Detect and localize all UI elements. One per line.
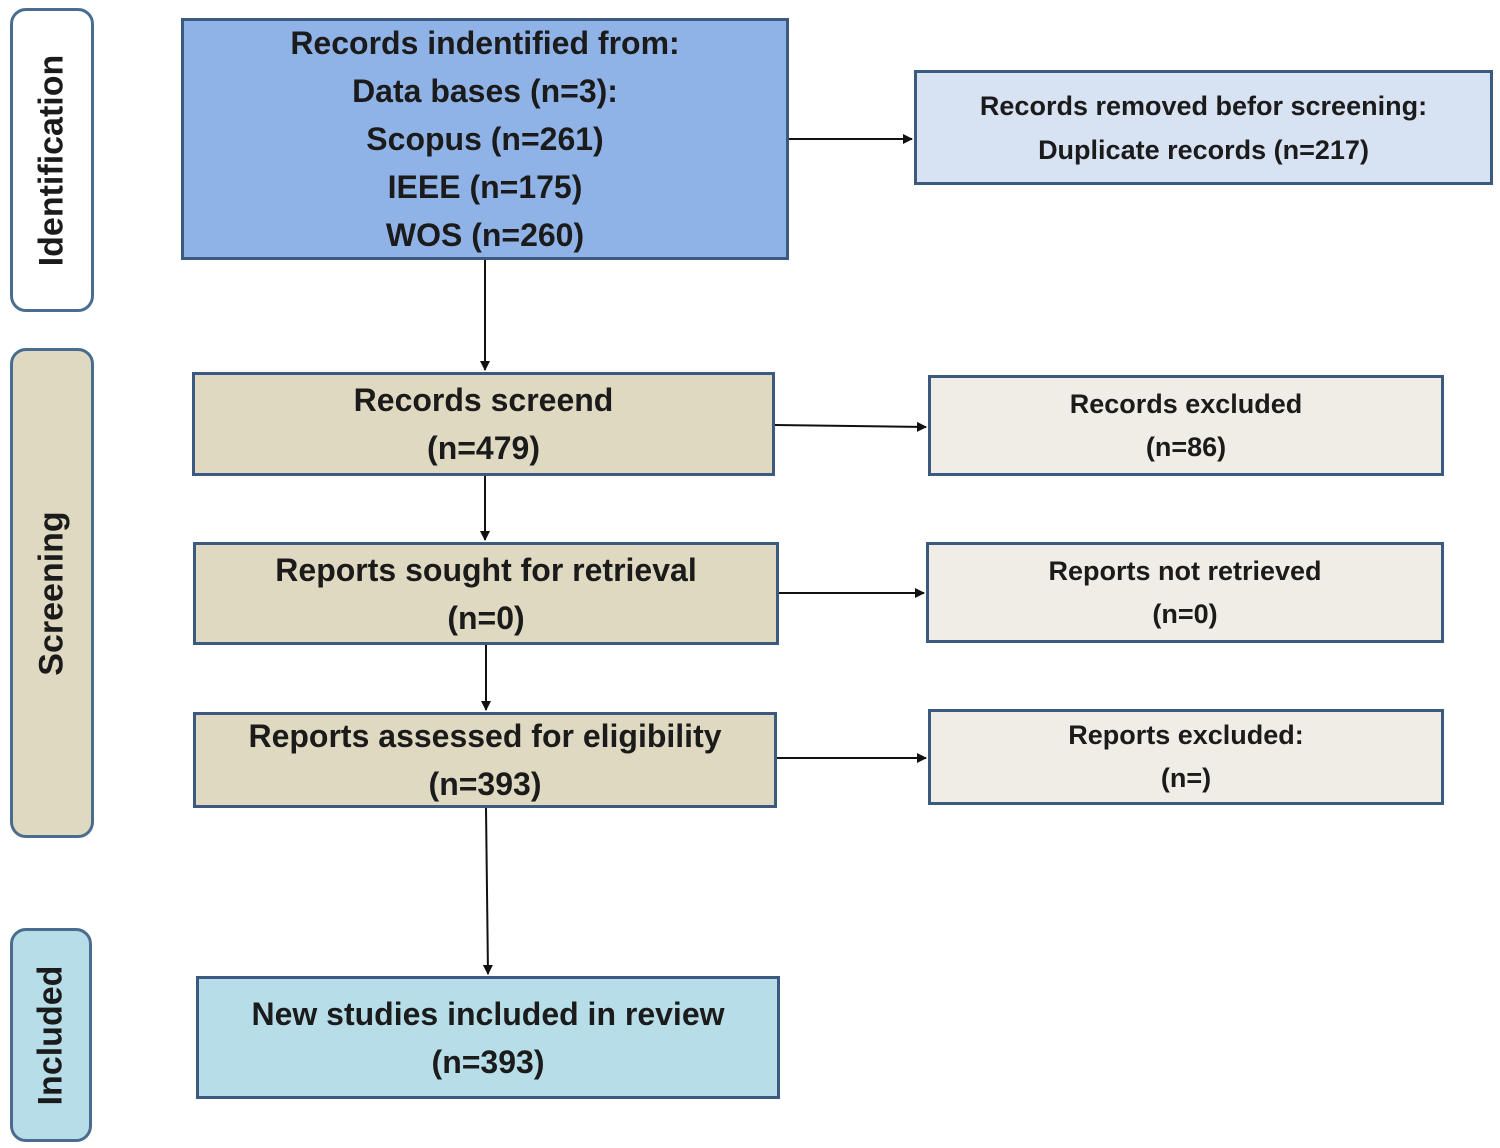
records-identified-line: Scopus (n=261): [366, 121, 604, 157]
reports-not-retrieved-line: (n=0): [1152, 598, 1218, 629]
records-removed-line: Records removed befor screening:: [979, 90, 1428, 121]
records-screened-line: (n=479): [427, 430, 540, 466]
records-excluded-box: Records excluded (n=86): [928, 375, 1444, 476]
studies-included-line: (n=393): [431, 1043, 545, 1080]
reports-excluded-box: Reports excluded: (n=): [928, 709, 1444, 805]
reports-assessed-line: (n=393): [428, 766, 542, 802]
reports-not-retrieved-line: Reports not retrieved: [1048, 555, 1322, 586]
records-identified-box: Records indentified from: Data bases (n=…: [181, 18, 789, 260]
studies-included-line: New studies included in review: [251, 995, 725, 1032]
stage-included: Included: [10, 928, 92, 1142]
stage-identification: Identification: [10, 8, 94, 312]
arrow-screened-to-excluded: [774, 421, 927, 432]
stage-screening: Screening: [10, 348, 94, 838]
reports-assessed-line: Reports assessed for eligibility: [248, 718, 722, 754]
records-excluded-line: (n=86): [1145, 431, 1227, 462]
records-removed-line: Duplicate records (n=217): [1038, 134, 1369, 165]
studies-included-box: New studies included in review (n=393): [196, 976, 780, 1099]
records-identified-line: Data bases (n=3):: [352, 73, 618, 109]
records-removed-box: Records removed befor screening: Duplica…: [914, 70, 1493, 185]
records-identified-line: WOS (n=260): [385, 217, 585, 253]
records-excluded-line: Records excluded: [1069, 388, 1303, 419]
reports-sought-line: Reports sought for retrieval: [275, 551, 697, 588]
reports-assessed-box: Reports assessed for eligibility (n=393): [193, 712, 777, 808]
reports-not-retrieved-box: Reports not retrieved (n=0): [926, 542, 1444, 643]
records-identified-line: IEEE (n=175): [387, 169, 583, 205]
reports-sought-box: Reports sought for retrieval (n=0): [193, 542, 779, 645]
reports-excluded-line: Reports excluded:: [1068, 720, 1304, 750]
records-screened-box: Records screend (n=479): [192, 372, 775, 476]
arrow-assessed-to-included: [482, 807, 493, 975]
records-identified-line: Records indentified from:: [290, 25, 680, 61]
reports-sought-line: (n=0): [447, 599, 525, 636]
reports-excluded-line: (n=): [1160, 763, 1212, 793]
records-screened-line: Records screend: [353, 382, 614, 418]
